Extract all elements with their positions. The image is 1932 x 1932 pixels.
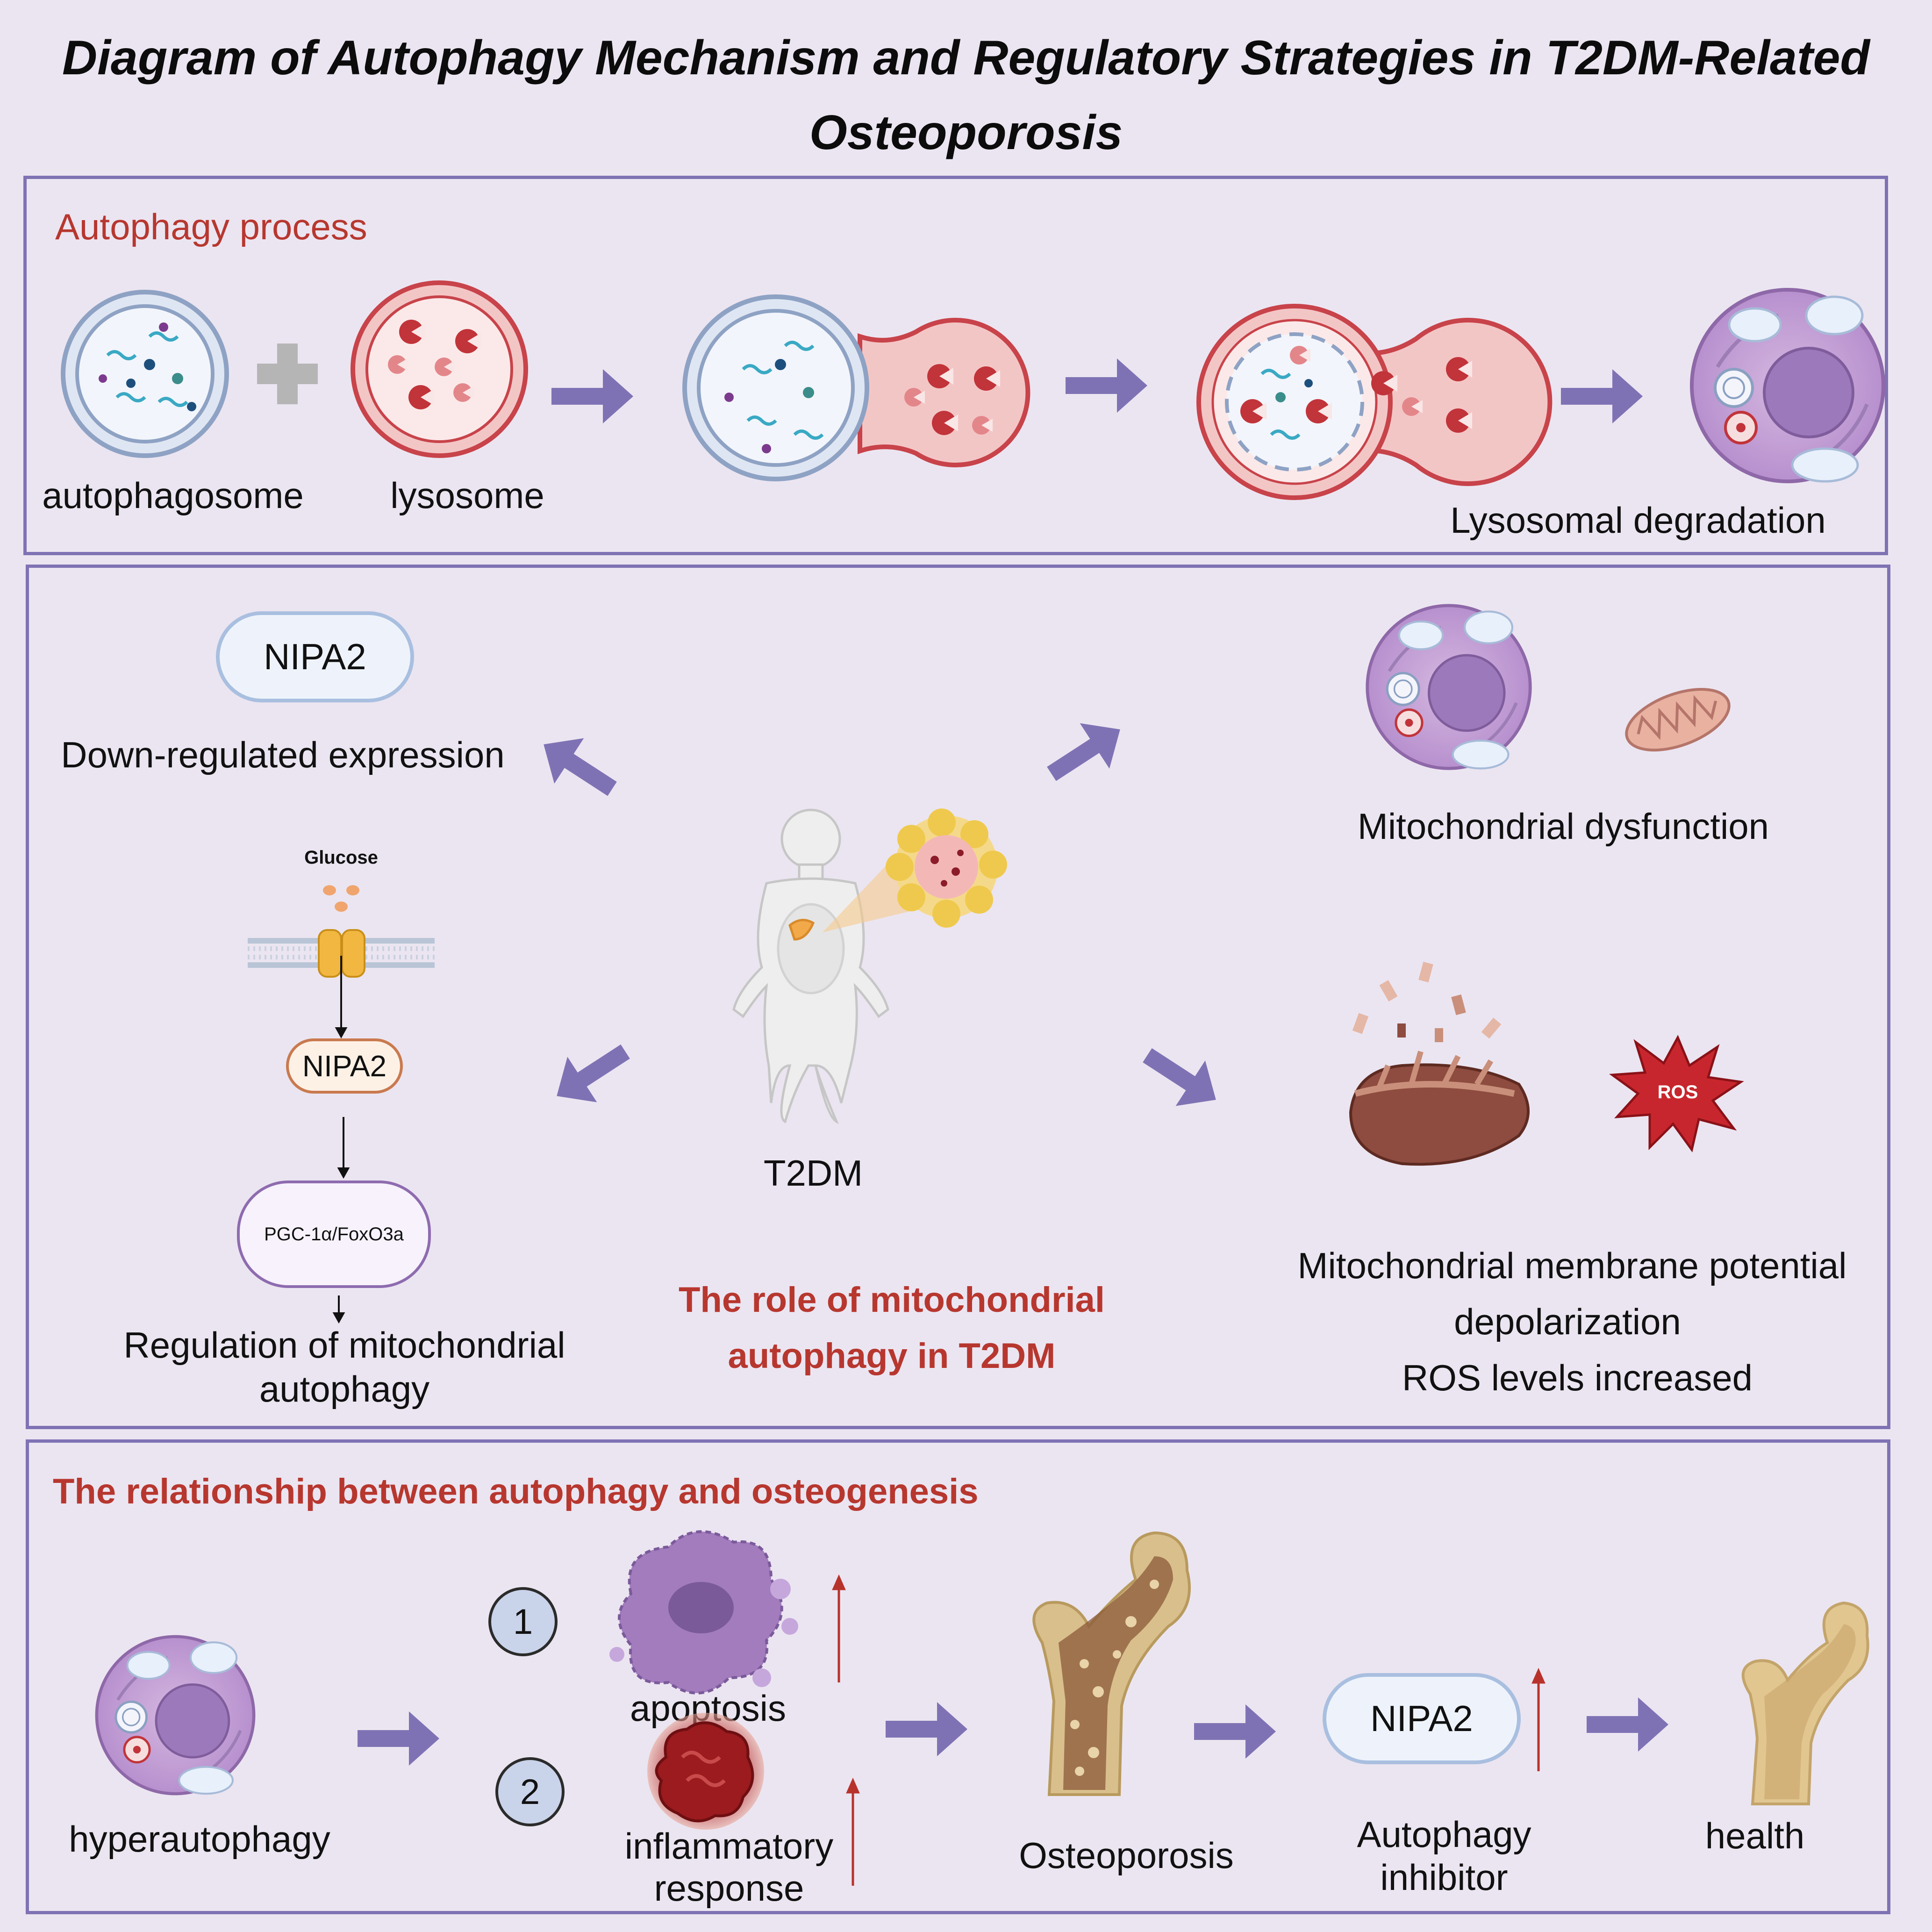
fusion-icon [682, 294, 1030, 481]
osteogenesis-heading: The relationship between autophagy and o… [53, 1472, 979, 1511]
nipa2-pill-top-label: NIPA2 [264, 636, 366, 677]
nipa2-increase-arrow-icon [1531, 1667, 1546, 1771]
step-1-badge: 1 [488, 1587, 558, 1656]
page-title-line1: Diagram of Autophagy Mechanism and Regul… [62, 31, 1870, 85]
osteoporotic-bone-icon [1032, 1531, 1191, 1796]
nipa2-pill-mid: NIPA2 [286, 1038, 403, 1094]
process-arrow-3 [1561, 369, 1643, 423]
arrow-to-mito-dysfunction [1037, 707, 1135, 797]
ros-label: ROS [1658, 1082, 1698, 1102]
membrane-potential-line1: Mitochondrial membrane potential [1297, 1245, 1847, 1286]
nipa2-pill-top: NIPA2 [216, 611, 414, 702]
t2dm-label: T2DM [763, 1152, 863, 1194]
role-heading-line1: The role of mitochondrial [678, 1280, 1105, 1320]
step-2-number: 2 [520, 1772, 540, 1812]
arrow-to-outcomes [358, 1711, 439, 1766]
panel-autophagy-process [23, 176, 1888, 555]
damaged-mitochondrion-icon [1349, 961, 1530, 1166]
step-1-number: 1 [513, 1602, 533, 1642]
panel-autophagy-osteogenesis [26, 1439, 1890, 1914]
nipa2-pill-bottom-label: NIPA2 [1370, 1698, 1473, 1739]
lysosomal-degradation-label: Lysosomal degradation [1450, 500, 1826, 541]
cell-with-mitophagy-icon [1367, 606, 1531, 769]
arrow-to-osteoporosis [886, 1702, 967, 1756]
nipa2-pill-bottom: NIPA2 [1323, 1673, 1521, 1764]
arrow-to-nipa2-pathway [542, 1029, 640, 1119]
pgc-pill-label: PGC-1α/FoxO3a [264, 1224, 404, 1245]
role-heading-line2: autophagy in T2DM [728, 1336, 1056, 1376]
glucose-label: Glucose [304, 847, 378, 868]
apoptosis-increase-arrow-icon [832, 1574, 846, 1682]
healthy-bone-icon [1741, 1601, 1869, 1805]
hyperautophagy-cell-icon [97, 1637, 254, 1794]
autophagy-inhibitor-line1: Autophagy [1357, 1814, 1531, 1855]
hyperautophagy-label: hyperautophagy [69, 1818, 330, 1860]
step-2-badge: 2 [495, 1757, 565, 1826]
page-title-line2: Osteoporosis [809, 106, 1123, 160]
ros-burst-icon [1609, 1035, 1744, 1152]
arrow-to-health [1587, 1697, 1668, 1752]
autophagy-process-heading: Autophagy process [55, 206, 367, 247]
pgc-pill: PGC-1α/FoxO3a [237, 1181, 431, 1288]
inflammation-increase-arrow-icon [846, 1777, 860, 1886]
arrow-to-down-regulated [529, 722, 627, 812]
process-arrow-2 [1066, 358, 1147, 413]
panel-mitochondrial-autophagy [26, 565, 1890, 1429]
down-regulated-label: Down-regulated expression [61, 734, 505, 775]
pancreas-islet-zoom-icon [886, 809, 1007, 928]
cell-lysosomal-degradation-icon [1692, 290, 1883, 481]
pathway-arrows-icon [332, 956, 350, 1324]
glucose-transporter-icon [318, 929, 365, 978]
nipa2-pill-mid-label: NIPA2 [302, 1049, 387, 1083]
regulation-label-line1: Regulation of mitochondrial [123, 1324, 565, 1366]
ros-increased-line3: ROS levels increased [1402, 1357, 1753, 1398]
glucose-particles-icon [323, 885, 359, 912]
osteoporosis-label: Osteoporosis [1019, 1835, 1234, 1876]
health-label: health [1705, 1815, 1805, 1856]
autophagosome-icon [61, 290, 229, 458]
inflammatory-label-line2: response [654, 1868, 804, 1909]
regulation-label-line2: autophagy [259, 1368, 430, 1410]
arrow-to-nipa2 [1194, 1704, 1276, 1759]
human-body-icon [732, 809, 889, 1124]
process-arrow-1 [551, 369, 633, 423]
membrane-potential-line2: depolarization [1454, 1301, 1681, 1342]
inflammatory-cell-icon [647, 1713, 764, 1830]
apoptotic-cell-icon [609, 1530, 798, 1695]
mito-dysfunction-label: Mitochondrial dysfunction [1357, 806, 1769, 847]
autolysosome-icon [1196, 304, 1553, 500]
inflammatory-label-line1: inflammatory [624, 1825, 834, 1867]
lysosome-icon [351, 280, 528, 458]
lysosome-label: lysosome [390, 475, 544, 516]
plus-icon [257, 343, 318, 404]
autophagosome-label: autophagosome [42, 475, 304, 516]
mitochondrion-icon [1625, 688, 1731, 751]
autophagy-inhibitor-line2: inhibitor [1380, 1857, 1508, 1898]
arrow-to-membrane-depolarization [1132, 1032, 1231, 1123]
